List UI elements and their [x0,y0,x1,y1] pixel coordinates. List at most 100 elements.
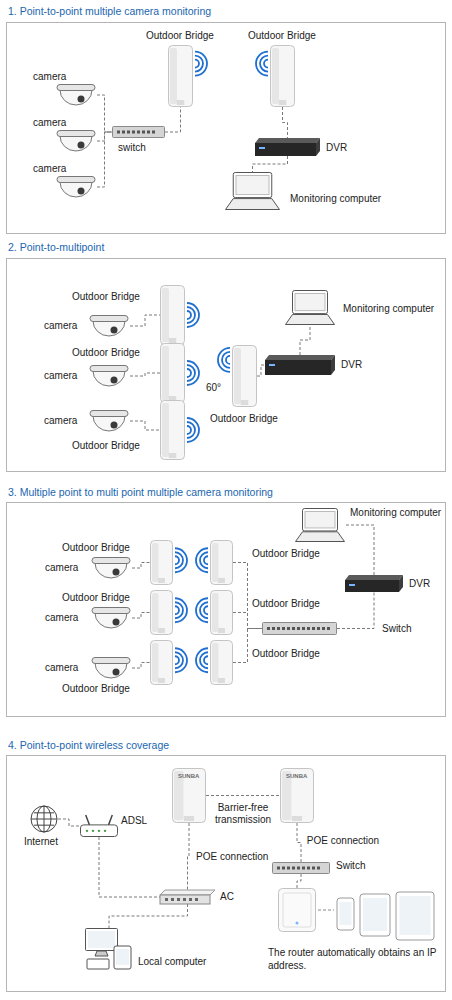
internet-node: Internet [30,805,58,833]
bridge-icon [270,45,295,107]
device-label: camera [33,163,66,175]
dashed-connector [283,107,288,138]
dashed-connector [297,823,301,862]
device-label: SUNBA [286,773,307,780]
wireless-router: The router automatically obtains an IP a… [278,888,316,932]
dashed-connector [257,365,265,376]
monitoring-computer: Monitoring computer [225,172,280,210]
dashed-connector [297,874,301,888]
dashed-connector [345,525,374,575]
device-label: switch [118,142,146,154]
panel-heading: 1. Point-to-point multiple camera monito… [8,5,211,18]
device-label: Outdoor Bridge [146,30,214,42]
dvr-node: DVR [255,138,320,156]
device-label: camera [45,562,78,574]
camera-node: camera [90,657,132,679]
device-label: Monitoring computer [290,193,381,205]
dashed-connector [132,663,150,669]
camera-node: camera [88,315,130,337]
dashed-connector [99,837,160,897]
device-label: Monitoring computer [350,507,441,519]
computer-icon [85,928,133,970]
diagram-panel: 4. Point-to-point wireless coverageSUNBA… [6,755,446,992]
device-label: Outdoor Bridge [62,592,130,604]
device-label: camera [44,415,77,427]
outdoor-bridge: Outdoor Bridge [168,45,193,107]
dvr-node: DVR [345,575,403,592]
device-label: Outdoor Bridge [210,413,278,425]
wifi-link [318,910,334,911]
network-switch: switch [112,126,165,138]
cam-icon [55,130,97,152]
device-label: Switch [382,623,411,635]
bridge-icon [210,640,233,685]
device-label: Outdoor Bridge [72,347,140,359]
switch-icon [262,622,337,635]
device-label: The router automatically obtains an IP a… [268,946,443,972]
camera-node: camera [55,84,97,106]
dashed-connector [165,107,181,132]
laptop-icon [285,290,335,325]
cam-icon [90,607,132,629]
device-label: camera [44,370,77,382]
device-label: SUNBA [178,773,199,780]
device-label: camera [33,71,66,83]
diagram-panel: 3. Multiple point to multi point multipl… [6,502,446,717]
bridge-icon [232,345,257,407]
network-switch: Switch [272,862,330,874]
outdoor-bridge: Outdoor Bridge [160,400,185,460]
phones-tablets [337,892,434,940]
device-label: Outdoor Bridge [72,291,140,303]
ac-controller: AC [160,890,215,904]
panel-heading: 4. Point-to-point wireless coverage [8,739,169,752]
dashed-connector [97,95,112,132]
bridge-icon [150,540,173,585]
dashed-connector [253,156,288,172]
bridge-icon [160,400,185,460]
device-label: Internet [24,836,58,848]
device-label: camera [33,117,66,129]
cam-icon [88,410,130,432]
device-label: Monitoring computer [343,303,434,315]
camera-node: camera [55,176,97,198]
dashed-connector [58,819,80,826]
diagram-panel: 2. Point-to-multipointOutdoor Bridgecame… [6,258,446,472]
monitoring-computer: Monitoring computer [295,508,345,542]
dashed-connector [109,904,188,928]
outdoor-bridge: Outdoor Bridge [150,590,173,635]
dvr-icon [255,138,320,156]
monitoring-computer: Monitoring computer [285,290,335,325]
network-switch: Switch [262,622,337,635]
outdoor-bridge: Outdoor Bridge [210,640,233,685]
connector-label: Barrier-free transmission [208,802,278,826]
outdoor-bridge: Outdoor Bridge [160,343,185,403]
dashed-connector [132,563,150,569]
switch-icon [272,862,330,874]
device-label: Local computer [138,956,206,968]
adsl-modem: ADSL [80,815,118,837]
device-label: Outdoor Bridge [248,30,316,42]
cam-icon [90,657,132,679]
bridge-icon [160,285,185,345]
connector-label: POE connection [194,851,270,863]
cam-icon [88,365,130,387]
bridge-icon [150,590,173,635]
dashed-connector [188,823,190,890]
cam-icon [55,176,97,198]
outdoor-bridge: Outdoor Bridge [210,590,233,635]
cam-icon [88,315,130,337]
outdoor-bridge: Outdoor Bridge [270,45,295,107]
device-label: Outdoor Bridge [252,548,320,560]
bridge-icon [150,640,173,685]
panel-heading: 3. Multiple point to multi point multipl… [8,486,273,499]
angle-label: 60° [206,382,221,394]
device-label: AC [220,891,234,903]
dvr-node: DVR [265,355,335,375]
globe-icon [30,805,58,833]
device-label: Outdoor Bridge [62,542,130,554]
connector-label: POE connection [305,835,381,847]
outdoor-bridge: SUNBA [172,768,206,823]
